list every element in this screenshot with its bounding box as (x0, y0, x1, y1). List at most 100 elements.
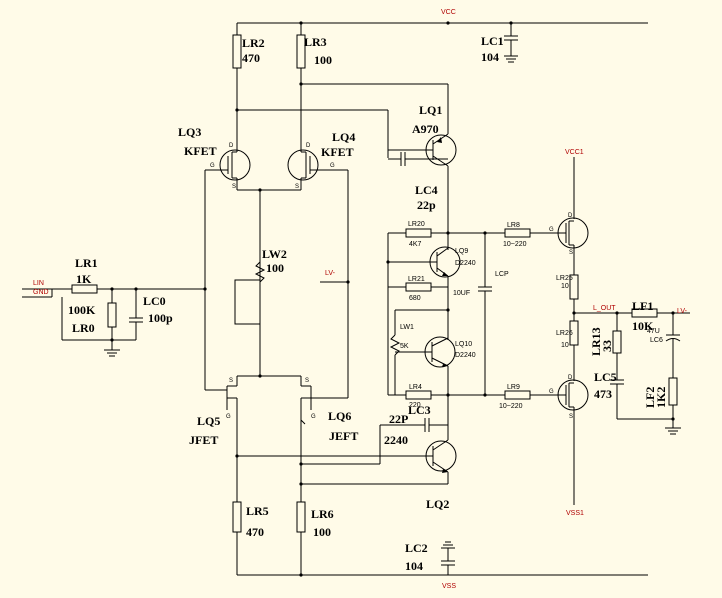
lq2-type: 2240 (384, 433, 408, 447)
lr8-resistor-group: LR8 10~220 (485, 222, 556, 248)
output-node: L_OUT (574, 305, 632, 315)
lq10-ref: LQ10 (455, 341, 472, 348)
lq9-type: D2240 (455, 260, 476, 267)
lr13-resistor (612, 330, 622, 354)
lr21-ref: LR21 (408, 276, 425, 283)
lc6-value: 47U (647, 328, 660, 335)
lr2-resistor-group: LR2 470 (232, 34, 265, 143)
lc4-value: 22p (417, 198, 436, 212)
lr26-resistor-group: LR26 10 (556, 320, 579, 349)
lr4-resistor (405, 390, 432, 400)
lr13-value: 33 (600, 340, 614, 352)
lq5-ref: LQ5 (197, 414, 220, 428)
lc5-capacitor: LC5 473 (594, 370, 673, 420)
lr1-value: 1K (76, 272, 92, 286)
lc3-ref: LC3 (408, 403, 431, 417)
lc4-ref: LC4 (415, 183, 438, 197)
vss1-label: VSS1 (566, 510, 584, 517)
lr6-value: 100 (313, 525, 331, 539)
lr4-value: 220 (409, 402, 421, 409)
svg-text:G: G (311, 414, 316, 420)
lr21-value: 680 (409, 295, 421, 302)
lcp-ref: LCP (495, 271, 509, 278)
output-ground (665, 427, 681, 435)
lw2-ref: LW2 (262, 247, 287, 261)
lr5-resistor-group: LR5 470 (232, 501, 269, 575)
lr9-resistor-group: LR9 10~220 (483, 384, 556, 410)
lr9-resistor (504, 390, 531, 400)
lq2-transistor: 2240 LQ2 (299, 433, 457, 511)
lq10-transistor: LQ10 D2240 (424, 336, 476, 440)
lq10-type: D2240 (455, 352, 476, 359)
vss-label: VSS (442, 583, 456, 590)
lc2-ref: LC2 (405, 541, 428, 555)
svg-text:G: G (549, 227, 554, 233)
lf1-value: 10K (632, 319, 654, 333)
lq9-transistor: LQ9 D2240 (386, 246, 476, 290)
lr26-resistor (569, 320, 579, 346)
svg-text:S: S (569, 414, 573, 420)
vss-rail: VSS (237, 565, 648, 590)
lc5-value: 473 (594, 387, 612, 401)
lq3-ref: LQ3 (178, 125, 201, 139)
lv-out-label: LV- (677, 308, 688, 315)
svg-text:D: D (306, 143, 311, 149)
lr25-resistor-group: LR25 10 (556, 274, 579, 300)
lc4-capacitor: LC4 22p (387, 150, 448, 212)
lc2-capacitor: LC2 104 (405, 541, 455, 573)
gnd-label: GND (33, 289, 49, 296)
lc0-ref: LC0 (143, 294, 166, 308)
lc6-ref: LC6 (650, 337, 663, 344)
lq3-type: KFET (184, 144, 217, 158)
lr9-ref: LR9 (507, 384, 520, 391)
lw1-value: 5K (400, 343, 409, 350)
lq3-kfet: D G S LQ3 KFET (178, 125, 251, 190)
output-mosfet-top: VCC1 D G S (549, 149, 589, 275)
svg-text:D: D (568, 213, 573, 219)
lq5-type: JFET (189, 433, 218, 447)
lr4-resistor-group: LR4 220 (387, 297, 485, 409)
lc1-ref: LC1 (481, 34, 504, 48)
lq1-ref: LQ1 (419, 103, 442, 117)
lv-mid-label: LV- (325, 270, 336, 277)
lr8-value: 10~220 (503, 241, 527, 248)
lf2-resistor (668, 377, 678, 406)
lc1-value: 104 (481, 50, 499, 64)
lr3-ref: LR3 (304, 35, 327, 49)
lc6-capacitor: 47U LC6 (647, 313, 681, 378)
lin-label: LIN (33, 280, 44, 287)
lr5-ref: LR5 (246, 504, 269, 518)
lc3-value: 22P (389, 412, 408, 426)
svg-text:S: S (229, 378, 233, 384)
lr20-ref: LR20 (408, 221, 425, 228)
lq6-jfet: S G LQ6 JEFT (300, 376, 358, 443)
lr2-ref: LR2 (242, 36, 265, 50)
lr0-resistor (107, 302, 117, 328)
lr1-resistor (71, 284, 98, 294)
svg-text:S: S (232, 184, 236, 190)
lr6-resistor-group: LR6 100 (296, 501, 334, 575)
lr5-value: 470 (246, 525, 264, 539)
vcc1-label: VCC1 (565, 149, 584, 156)
lr8-resistor (504, 228, 531, 238)
lc5-ref: LC5 (594, 370, 617, 384)
lw2-potentiometer: LW2 100 (234, 247, 287, 376)
lq9-ref: LQ9 (455, 248, 468, 255)
lr0-value: 100K (68, 303, 96, 317)
lr20-resistor (405, 228, 432, 238)
lf1-resistor-group: LF1 10K LV- (631, 299, 690, 333)
lq5-jfet: S G LQ5 JFET (189, 376, 238, 447)
svg-text:D: D (229, 143, 234, 149)
lr0-ref: LR0 (72, 321, 95, 335)
svg-text:S: S (569, 250, 573, 256)
svg-text:G: G (549, 389, 554, 395)
lf2-ref: LF2 (643, 387, 657, 408)
lr21-resistor (405, 282, 432, 292)
svg-text:G: G (226, 414, 231, 420)
lc3-capacitor: 22P LC3 (379, 403, 448, 464)
lr6-ref: LR6 (311, 507, 334, 521)
lf2-value: 1K2 (654, 387, 668, 408)
lr1-ref: LR1 (75, 256, 98, 270)
lc2-value: 104 (405, 559, 423, 573)
